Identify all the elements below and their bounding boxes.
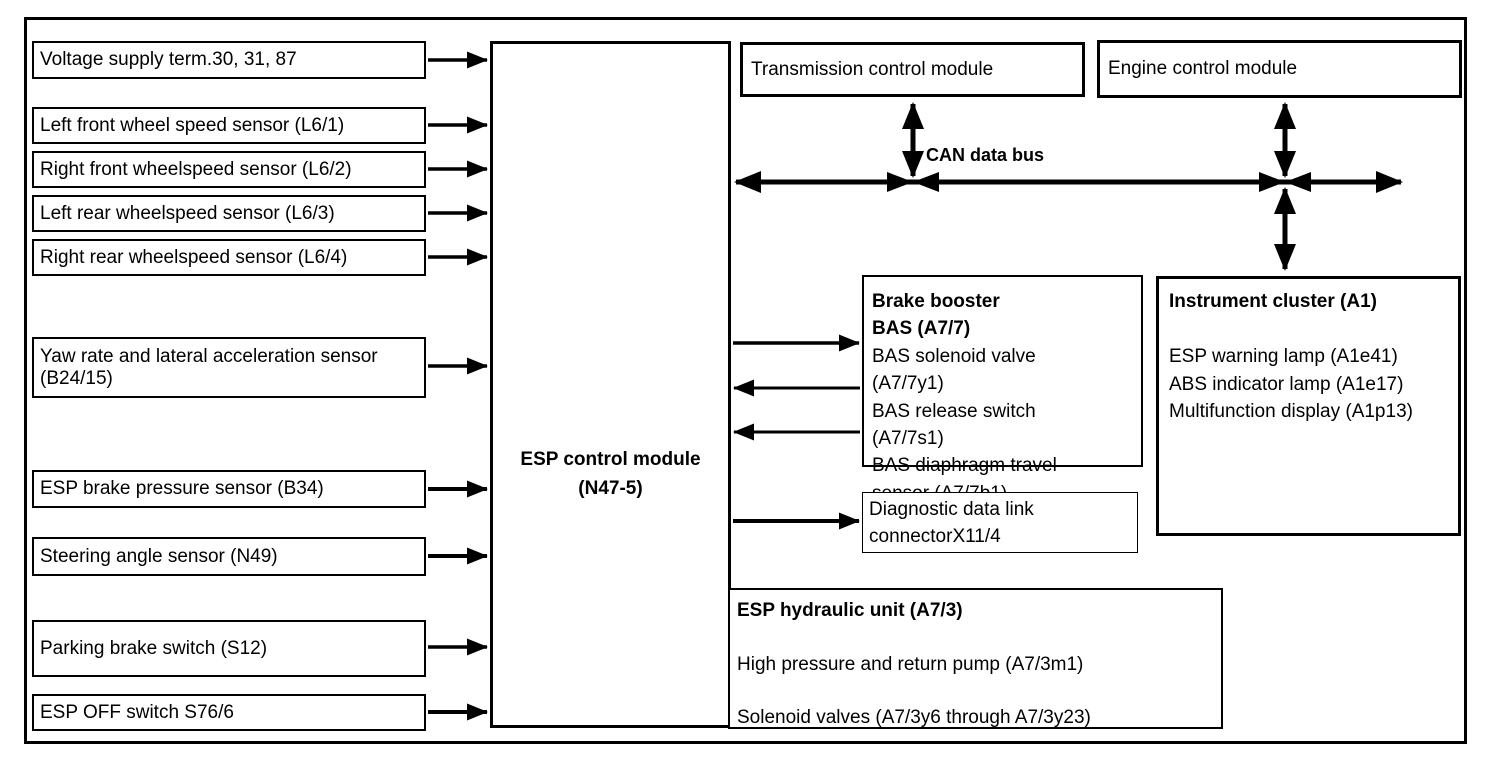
esp-control-module-box: ESP control module (N47-5) xyxy=(490,41,731,728)
hydraulic-unit-line1: High pressure and return pump (A7/3m1) xyxy=(737,654,1084,675)
input-label: ESP brake pressure sensor (B34) xyxy=(40,478,324,499)
input-label: Voltage supply term.30, 31, 87 xyxy=(40,49,297,70)
input-box-left-front-wheel-speed-sensor: Left front wheel speed sensor (L6/1) xyxy=(32,107,426,144)
input-label: Yaw rate and lateral acceleration sensor… xyxy=(40,345,378,389)
engine-module-label: Engine control module xyxy=(1108,58,1298,79)
brake-booster-line: BAS release switch xyxy=(872,400,1036,422)
hydraulic-unit-line2: Solenoid valves (A7/3y6 through A7/3y23) xyxy=(737,707,1091,728)
input-label: Right rear wheelspeed sensor (L6/4) xyxy=(40,246,348,268)
input-box-left-rear-wheelspeed-sensor: Left rear wheelspeed sensor (L6/3) xyxy=(32,195,426,232)
brake-booster-title-line2: BAS (A7/7) xyxy=(872,318,971,340)
can-data-bus-label: CAN data bus xyxy=(925,145,1044,165)
instrument-cluster-line: Multifunction display (A1p13) xyxy=(1169,401,1413,422)
instrument-cluster-box: Instrument cluster (A1) ESP warning lamp… xyxy=(1156,276,1461,536)
esp-module-title-line1: ESP control module xyxy=(520,449,701,470)
input-box-right-rear-wheelspeed-sensor: Right rear wheelspeed sensor (L6/4) xyxy=(32,239,426,276)
diagnostic-line2: connectorX11/4 xyxy=(869,526,1001,547)
engine-control-module-box: Engine control module xyxy=(1097,40,1462,98)
transmission-control-module-box: Transmission control module xyxy=(740,42,1085,97)
input-box-voltage-supply: Voltage supply term.30, 31, 87 xyxy=(32,41,426,79)
instrument-cluster-line: ABS indicator lamp (A1e17) xyxy=(1169,373,1404,395)
brake-booster-title-line1: Brake booster xyxy=(872,291,1000,312)
input-box-parking-brake-switch: Parking brake switch (S12) xyxy=(32,620,426,677)
brake-booster-line: (A7/7s1) xyxy=(872,428,944,450)
input-box-esp-off-switch: ESP OFF switch S76/6 xyxy=(32,694,426,731)
input-box-steering-angle-sensor: Steering angle sensor (N49) xyxy=(32,537,426,576)
brake-booster-bas-box: Brake booster BAS (A7/7) BAS solenoid va… xyxy=(862,275,1143,504)
input-label: Right front wheelspeed sensor (L6/2) xyxy=(40,158,352,180)
input-label: Left rear wheelspeed sensor (L6/3) xyxy=(40,202,335,224)
esp-control-module-label: ESP control module (N47-5) xyxy=(493,445,728,503)
transmission-module-label: Transmission control module xyxy=(751,58,994,80)
diagram-outer-frame xyxy=(24,17,1467,744)
input-label: Steering angle sensor (N49) xyxy=(40,545,278,567)
instrument-cluster-line: ESP warning lamp (A1e41) xyxy=(1169,346,1398,367)
input-label: ESP OFF switch S76/6 xyxy=(40,701,234,723)
brake-booster-line: (A7/7y1) xyxy=(872,373,944,395)
input-label: Parking brake switch (S12) xyxy=(40,637,268,659)
brake-booster-line: BAS solenoid valve xyxy=(872,345,1036,367)
instrument-cluster-title: Instrument cluster (A1) xyxy=(1169,291,1377,312)
brake-booster-line: BAS diaphragm travel xyxy=(872,455,1057,477)
diagnostic-line1: Diagnostic data link xyxy=(869,499,1034,520)
esp-module-title-line2: (N47-5) xyxy=(578,478,643,499)
esp-hydraulic-unit-box: ESP hydraulic unit (A7/3) High pressure … xyxy=(728,588,1223,729)
instrument-cluster-spacer xyxy=(1169,316,1458,344)
input-box-esp-brake-pressure-sensor: ESP brake pressure sensor (B34) xyxy=(32,470,426,508)
hydraulic-unit-title: ESP hydraulic unit (A7/3) xyxy=(737,600,963,621)
brake-booster-text: Brake booster BAS (A7/7) BAS solenoid va… xyxy=(872,288,1172,507)
input-label: Left front wheel speed sensor (L6/1) xyxy=(40,114,345,136)
input-box-right-front-wheelspeed-sensor: Right front wheelspeed sensor (L6/2) xyxy=(32,151,426,188)
diagnostic-data-link-connector-box: Diagnostic data link connectorX11/4 xyxy=(862,492,1138,553)
input-box-yaw-rate-sensor: Yaw rate and lateral acceleration sensor… xyxy=(32,337,426,398)
